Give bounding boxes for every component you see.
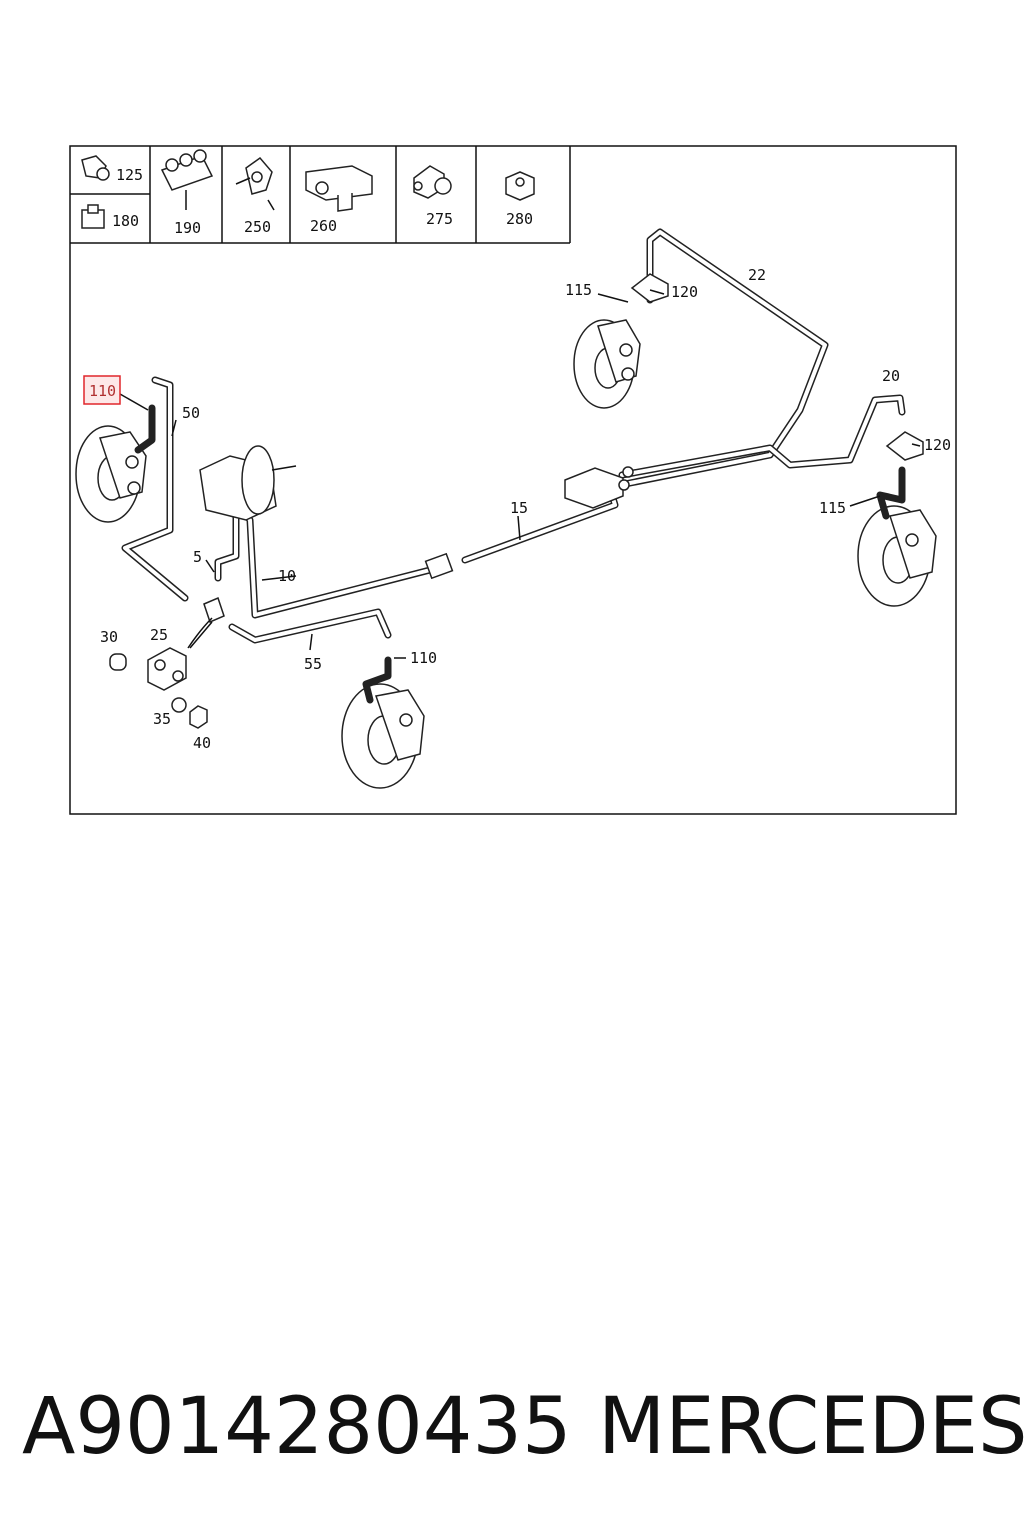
- callout-110-highlight-box: [83, 375, 121, 405]
- callout-25: 25: [150, 626, 168, 644]
- tee-fitting: [203, 596, 225, 624]
- callout-120-right: 120: [924, 436, 951, 454]
- distribution-block: [564, 467, 624, 509]
- part-number: A9014280435: [22, 1382, 572, 1472]
- callout-115-right: 115: [819, 499, 846, 517]
- callout-20: 20: [882, 367, 900, 385]
- disc-front-right: [341, 656, 425, 789]
- pipe-connector: [424, 552, 454, 580]
- clip-260-icon: [305, 165, 373, 212]
- brake-pipes: [121, 228, 906, 644]
- callout-55: 55: [304, 655, 322, 673]
- clip-250-icon: [235, 156, 275, 211]
- disc-rear-left: [573, 319, 641, 409]
- callout-120-top: 120: [671, 283, 698, 301]
- callout-10: 10: [278, 567, 296, 585]
- bracket-120-right: [885, 431, 924, 461]
- callout-35: 35: [153, 710, 171, 728]
- diagram-frame: [69, 145, 957, 815]
- callout-40: 40: [193, 734, 211, 752]
- legend-ref-190: 190: [174, 219, 201, 237]
- legend-ref-260: 260: [310, 217, 337, 235]
- brake-discs: [75, 319, 937, 789]
- nut-40: [189, 705, 208, 729]
- clip-180-icon: [81, 204, 105, 229]
- callout-5: 5: [193, 548, 202, 566]
- legend-ref-180: 180: [112, 212, 139, 230]
- legend-ref-275: 275: [426, 210, 453, 228]
- holder-25: [147, 647, 187, 691]
- callout-22: 22: [748, 266, 766, 284]
- callout-30: 30: [100, 628, 118, 646]
- parts-legend: 125 180 190 250 260 275 280: [70, 146, 571, 244]
- clip-275-icon: [413, 165, 452, 199]
- legend-ref-280: 280: [506, 210, 533, 228]
- callout-labels: 110 50 5 10 15 20 22 115 120 120 115 25 …: [83, 266, 951, 752]
- clip-190-icon: [160, 149, 214, 210]
- brand-name: MERCEDES: [598, 1382, 1024, 1472]
- leader-lines: [119, 289, 921, 659]
- bracket-120-top: [630, 273, 669, 303]
- components: [109, 273, 924, 729]
- callout-50: 50: [182, 404, 200, 422]
- clip-280-icon: [505, 171, 535, 201]
- disc-front-left: [75, 404, 156, 523]
- bushing-30: [109, 653, 127, 671]
- legend-ref-250: 250: [244, 218, 271, 236]
- callout-110-bottom: 110: [410, 649, 437, 667]
- disc-rear-right: [857, 466, 937, 607]
- clip-125-icon: [81, 155, 110, 181]
- callout-115-top: 115: [565, 281, 592, 299]
- legend-ref-125: 125: [116, 166, 143, 184]
- washer-35: [171, 697, 187, 713]
- callout-15: 15: [510, 499, 528, 517]
- callout-110-highlighted: 110: [89, 382, 116, 400]
